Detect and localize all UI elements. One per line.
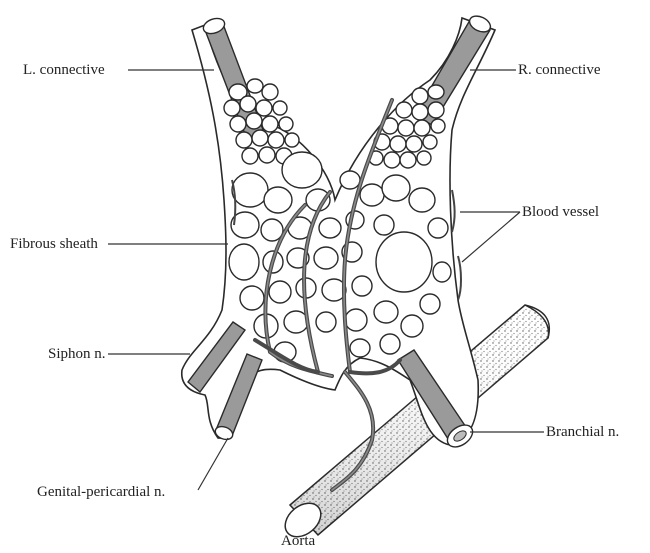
label-fibrous-sheath: Fibrous sheath <box>10 235 98 253</box>
label-genital-pericardial-n: Genital-pericardial n. <box>37 483 165 501</box>
label-siphon-n: Siphon n. <box>48 345 106 363</box>
label-branchial-n: Branchial n. <box>546 423 619 441</box>
label-aorta: Aorta <box>281 532 315 550</box>
label-l-connective: L. connective <box>23 61 105 79</box>
label-r-connective: R. connective <box>518 61 600 79</box>
label-blood-vessel: Blood vessel <box>522 203 599 221</box>
